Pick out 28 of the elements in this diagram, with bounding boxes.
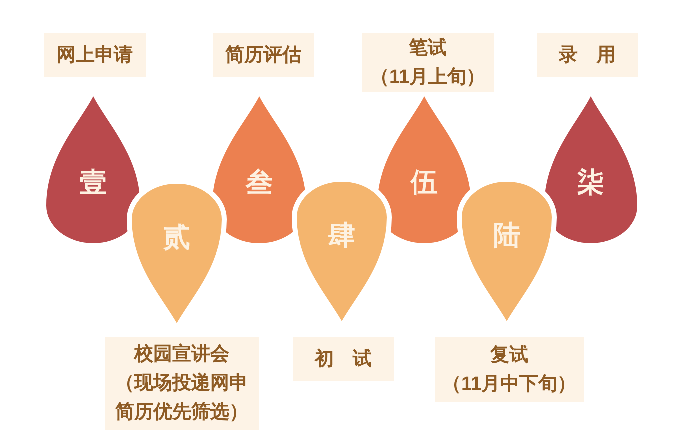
step-note: （11月中下旬） (442, 372, 577, 396)
step-note: （11月上旬） (370, 66, 486, 90)
step-numeral: 陆 (494, 222, 520, 250)
teardrop-shape (212, 96, 307, 244)
label-box (537, 33, 638, 77)
label-box (293, 337, 394, 381)
label-box (44, 33, 146, 77)
step-numeral: 叁 (246, 170, 273, 197)
step-title: 初 试 (315, 348, 372, 372)
step-title: 复试 (490, 344, 528, 368)
step-title: 简历评估 (226, 44, 302, 68)
label-box (105, 337, 259, 430)
step-title: 笔试 (409, 36, 447, 60)
teardrop-shape (377, 96, 472, 244)
step-title: 录 用 (559, 44, 616, 68)
step-title: 网上申请 (57, 44, 133, 68)
step-numeral: 贰 (164, 224, 190, 252)
step-numeral: 伍 (411, 170, 438, 197)
step-note: （现场投递网申简历优先筛选） (114, 372, 250, 425)
step-numeral: 壹 (80, 170, 107, 197)
teardrop-shape (46, 96, 141, 244)
label-box (213, 33, 314, 77)
teardrop-shape (544, 96, 638, 244)
step-numeral: 肆 (328, 222, 356, 250)
step-title: 校园宣讲会 (134, 342, 230, 367)
label-box (435, 337, 584, 402)
label-box (362, 33, 494, 92)
step-numeral: 柒 (578, 170, 604, 197)
